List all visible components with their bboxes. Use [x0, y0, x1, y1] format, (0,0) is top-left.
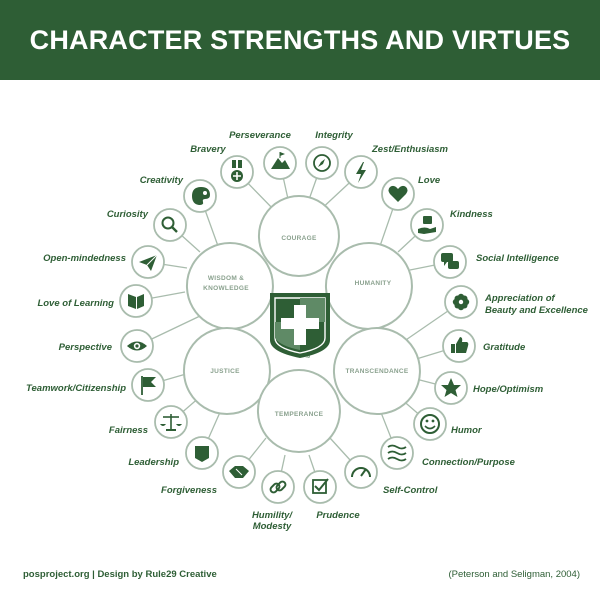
virtue-label-justice: JUSTICE [210, 368, 240, 375]
virtue-circle-justice [183, 327, 271, 415]
virtue-label-wisdom-line1: WISDOM & [208, 275, 244, 282]
label-open-mindedness: Open-mindedness [43, 253, 126, 264]
label-creativity: Creativity [140, 175, 184, 186]
label-prudence: Prudence [316, 510, 360, 521]
trademark-mark: TM [305, 355, 310, 359]
label-self-control: Self-Control [383, 485, 438, 496]
label-fairness: Fairness [109, 425, 148, 436]
virtue-label-humanity: HUMANITY [355, 280, 392, 287]
label-love-of-learning: Love of Learning [37, 298, 114, 309]
label-perseverance: Perseverance [229, 130, 292, 141]
virtue-label-wisdom-line2: KNOWLEDGE [203, 285, 249, 292]
footer-credit: posproject.org | Design by Rule29 Creati… [23, 569, 217, 580]
virtue-circle-transcendance [333, 327, 421, 415]
label-humility-line2: Modesty [253, 521, 292, 532]
label-gratitude: Gratitude [483, 342, 526, 353]
label-social-intelligence: Social Intelligence [476, 253, 560, 264]
label-forgiveness: Forgiveness [161, 485, 217, 496]
shield-logo: TM [270, 293, 330, 359]
prudence-icon [303, 470, 337, 504]
label-hope: Hope/Optimism [473, 384, 544, 395]
curiosity-icon [153, 208, 187, 242]
label-perspective: Perspective [59, 342, 113, 353]
label-bravery: Bravery [190, 144, 226, 155]
title-banner: CHARACTER STRENGTHS AND VIRTUES [0, 0, 600, 80]
label-humor: Humor [451, 425, 483, 436]
humor-icon [413, 407, 447, 441]
label-love: Love [418, 175, 441, 186]
virtue-label-temperance: TEMPERANCE [275, 411, 324, 418]
kindness-icon [410, 208, 444, 242]
virtue-label-courage: COURAGE [281, 235, 317, 242]
label-appreciation-line2: Beauty and Excellence [485, 305, 589, 316]
label-integrity: Integrity [315, 130, 353, 141]
label-kindness: Kindness [450, 209, 493, 220]
label-leadership: Leadership [128, 457, 179, 468]
icon-glyphs [127, 152, 470, 494]
label-connection: Connection/Purpose [422, 457, 516, 468]
virtue-circle-temperance [256, 369, 341, 453]
self-control-icon [344, 455, 378, 489]
virtue-circles [183, 195, 421, 453]
virtue-label-transcendance: TRANSCENDANCE [345, 368, 408, 375]
label-curiosity: Curiosity [107, 209, 149, 220]
humility-icon [261, 470, 295, 504]
virtue-circle-courage [257, 195, 340, 277]
label-zest: Zest/Enthusiasm [371, 144, 449, 155]
label-appreciation-line1: Appreciation of [484, 293, 556, 304]
footer-citation: (Peterson and Seligman, 2004) [448, 569, 581, 580]
label-humility-line1: Humility/ [252, 510, 293, 521]
label-teamwork: Teamwork/Citizenship [26, 383, 126, 394]
page-title: CHARACTER STRENGTHS AND VIRTUES [29, 25, 571, 55]
